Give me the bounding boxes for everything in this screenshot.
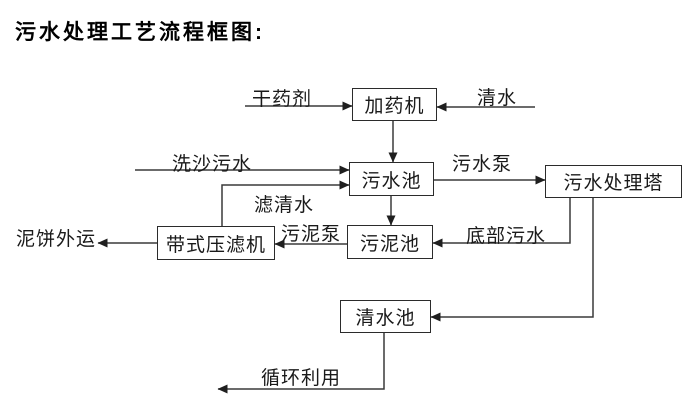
node-dosing-machine: 加药机 bbox=[352, 88, 437, 121]
edge-bottom-sewage-to-sludge-pool bbox=[432, 198, 571, 248]
edge-filtered-water-to-sewage-pool bbox=[221, 180, 350, 226]
label-sewage-pump: 污水泵 bbox=[452, 154, 513, 175]
node-clean-water-pool: 清水池 bbox=[340, 300, 431, 333]
label-recycle-use: 循环利用 bbox=[261, 368, 342, 389]
node-belt-filter-press: 带式压滤机 bbox=[157, 226, 275, 260]
edge-clean-water-pool-to-recycle bbox=[217, 333, 385, 394]
node-sludge-pool: 污泥池 bbox=[347, 225, 433, 259]
label-bottom-sewage: 底部污水 bbox=[466, 226, 547, 247]
label-sludge-pump: 污泥泵 bbox=[281, 224, 342, 245]
label-dry-chemical: 干药剂 bbox=[252, 89, 313, 110]
node-sewage-treatment-tower: 污水处理塔 bbox=[545, 165, 682, 198]
label-sand-wash-sewage: 洗沙污水 bbox=[172, 154, 253, 175]
label-clean-water: 清水 bbox=[477, 88, 518, 109]
label-filtered-water: 滤清水 bbox=[254, 195, 315, 216]
label-mud-cake-out: 泥饼外运 bbox=[16, 229, 97, 250]
node-sewage-pool: 污水池 bbox=[349, 162, 434, 196]
edge-tower-to-clean-water-pool bbox=[430, 198, 594, 322]
page-title: 污水处理工艺流程框图: bbox=[15, 21, 265, 44]
